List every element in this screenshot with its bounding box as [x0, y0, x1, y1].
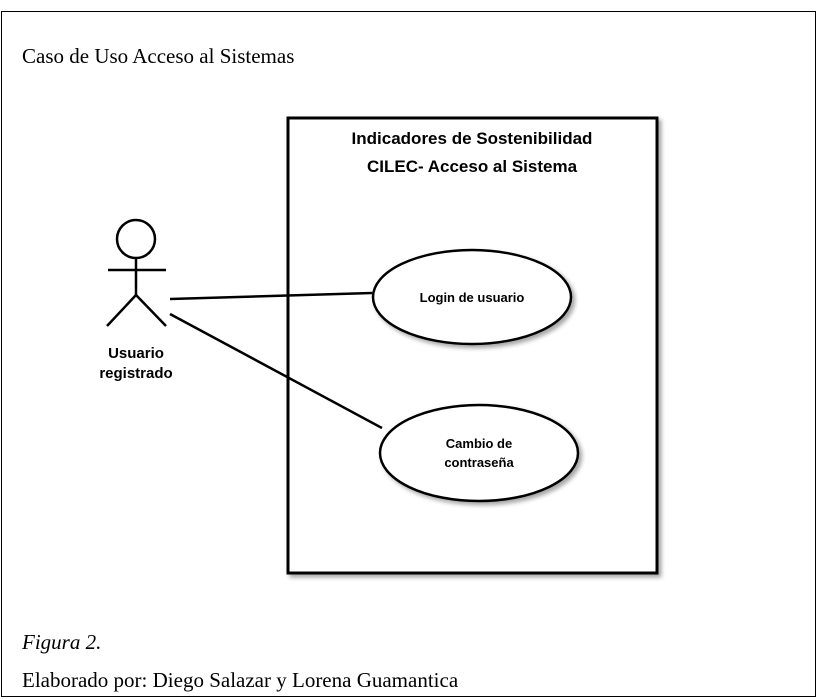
page-title: Caso de Uso Acceso al Sistemas — [22, 44, 295, 68]
association-password — [169, 312, 383, 430]
use-case-change-password — [378, 403, 580, 503]
use-case-login — [371, 248, 573, 346]
actor-label-line1: Usuario — [108, 345, 164, 362]
use-case-change-password-label-line2: contraseña — [444, 455, 514, 470]
system-title-line1: Indicadores de Sostenibilidad — [352, 129, 593, 148]
actor-label-line2: registrado — [99, 365, 172, 382]
system-boundary — [286, 116, 659, 575]
figure-label: Figura 2. — [22, 630, 102, 654]
system-title-line2: CILEC- Acceso al Sistema — [367, 157, 578, 176]
figure-credits: Elaborado por: Diego Salazar y Lorena Gu… — [22, 668, 459, 692]
use-case-change-password-label-line1: Cambio de — [446, 436, 512, 451]
association-login — [169, 291, 373, 301]
actor-icon — [106, 218, 167, 327]
use-case-login-label: Login de usuario — [420, 290, 525, 305]
